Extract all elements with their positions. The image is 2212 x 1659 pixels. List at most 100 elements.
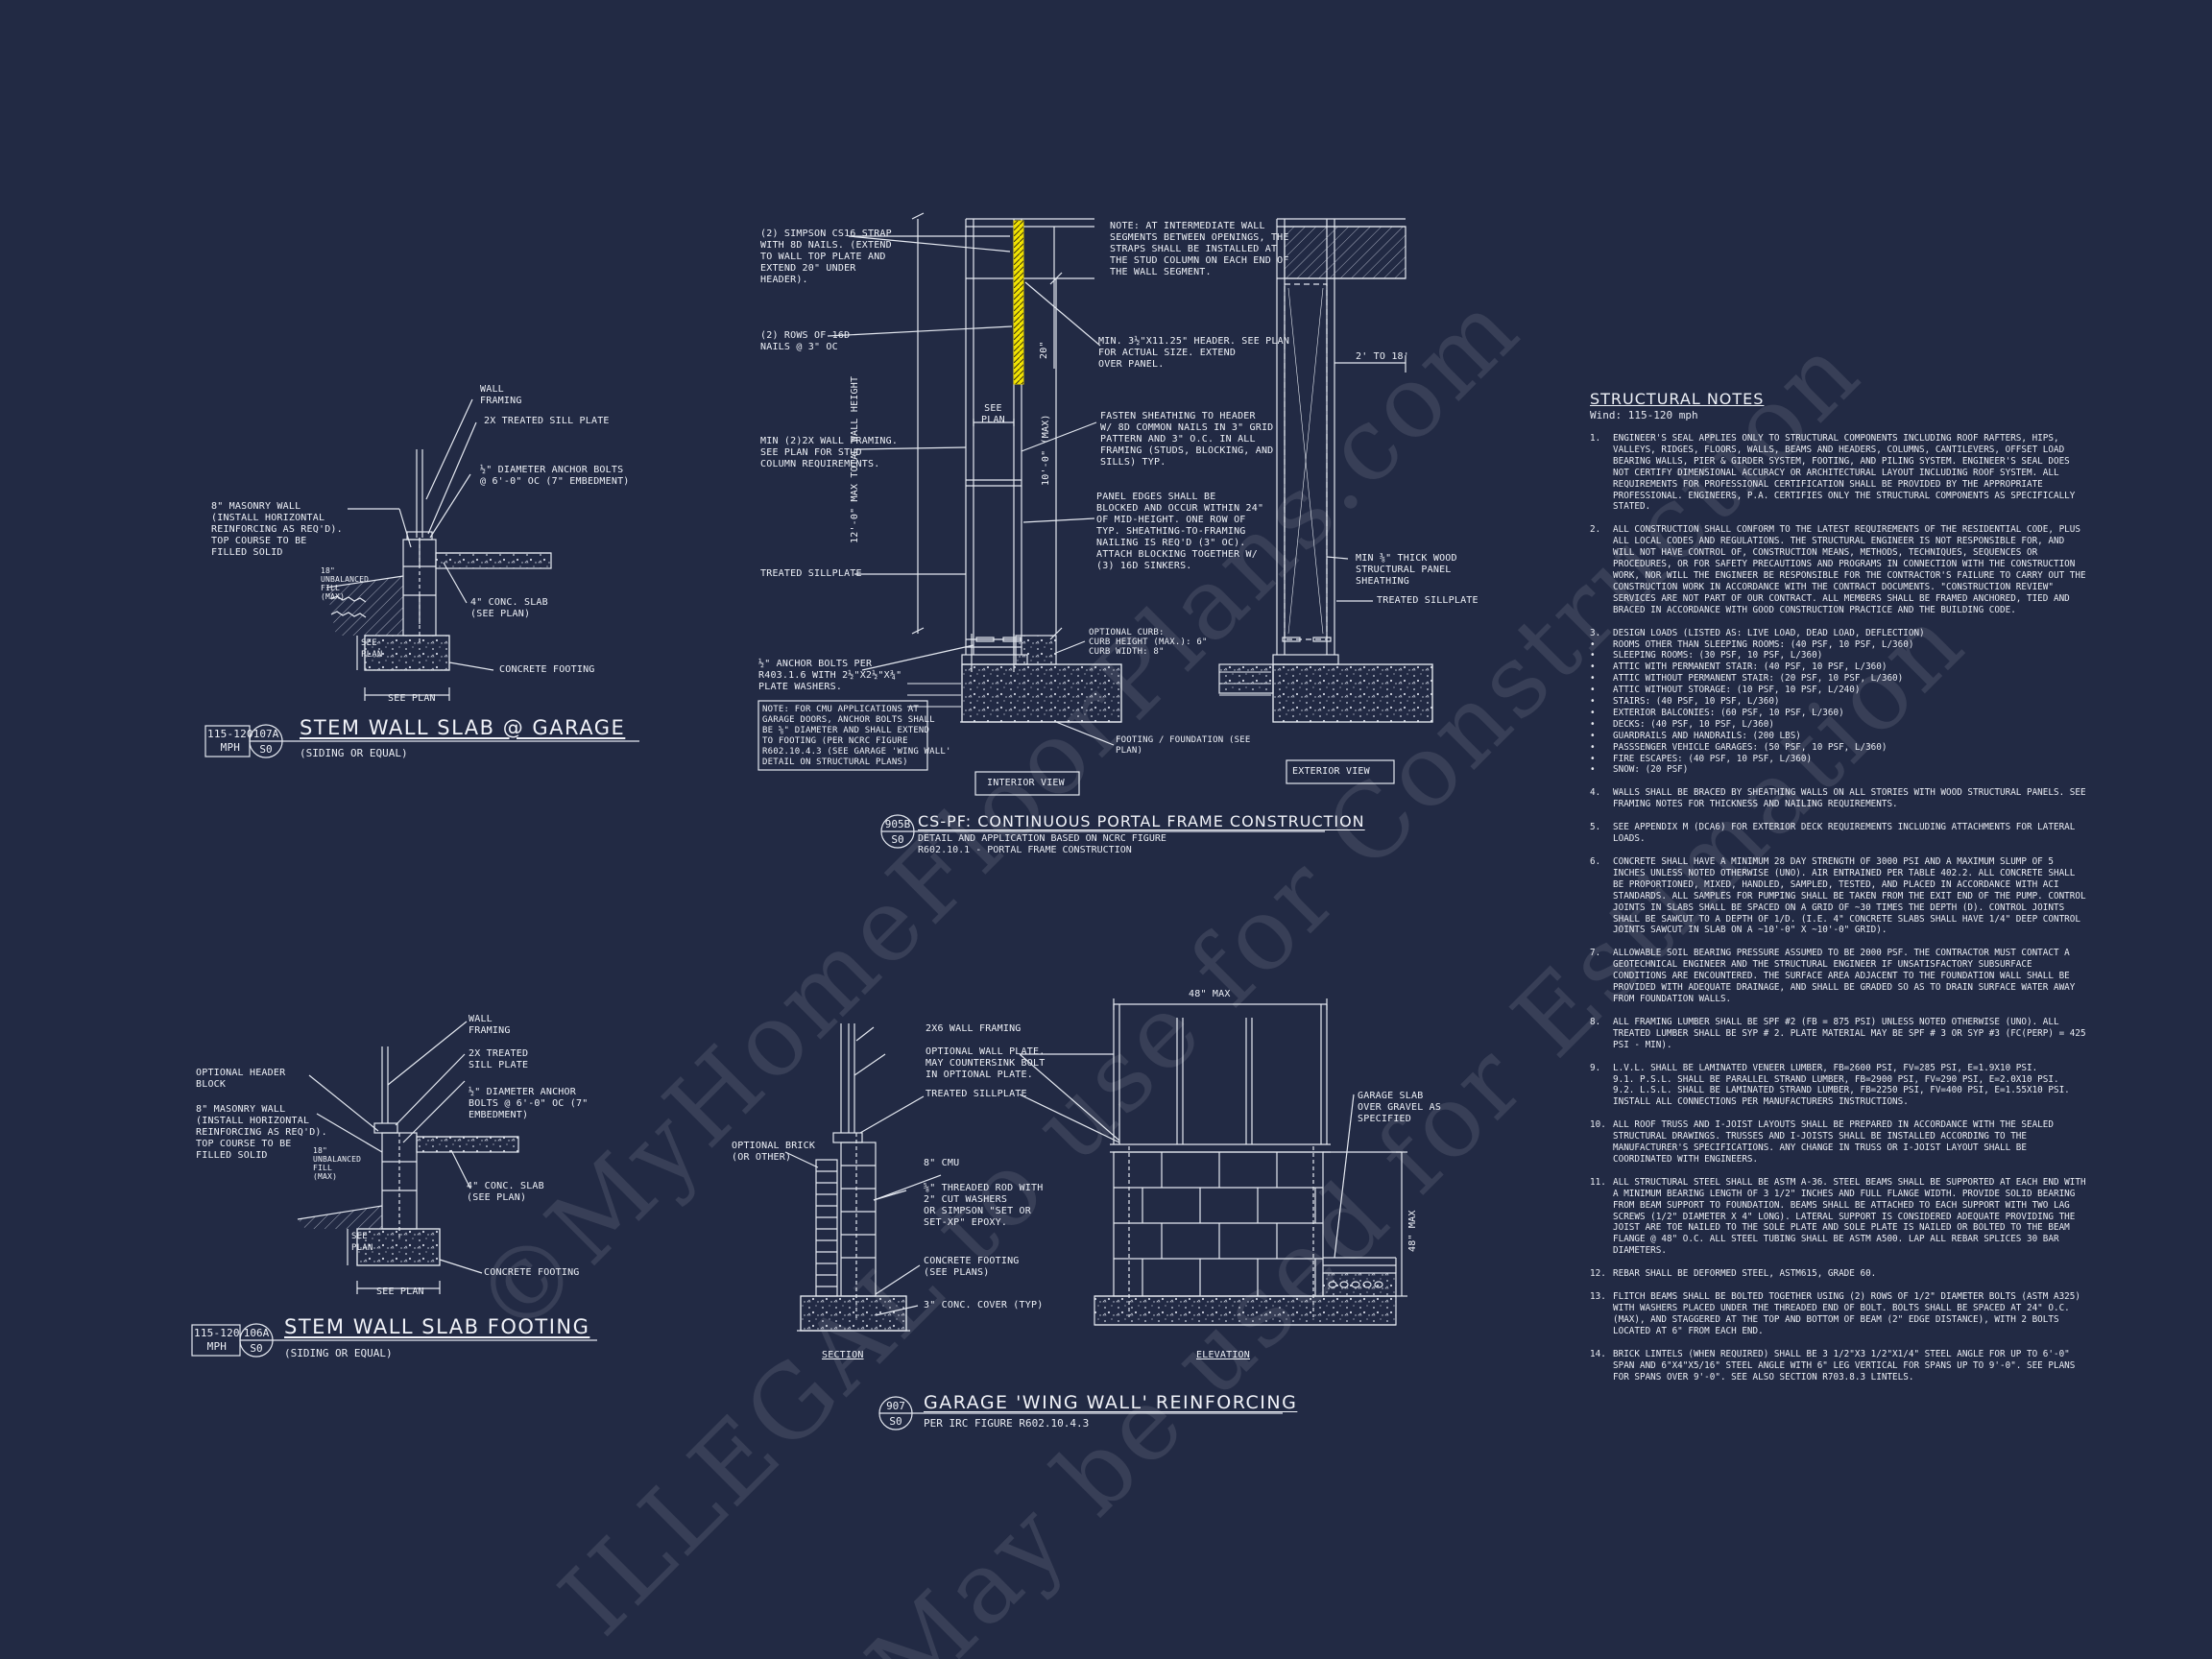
subtitle-106a: (SIDING OR EQUAL): [284, 1347, 393, 1359]
label-treated-sillplate: TREATED SILLPLATE: [760, 568, 862, 579]
bubble-107a-bottom: S0: [259, 743, 273, 756]
label-see-plan-horizontal: SEE PLAN: [376, 1286, 424, 1297]
label-concrete-footing: CONCRETE FOOTING: [499, 664, 595, 675]
label-see-plan-vertical: SEE PLAN: [361, 638, 383, 660]
design-load-list: ROOMS OTHER THAN SLEEPING ROOMS: (40 PSF…: [1590, 639, 2089, 777]
subtitle-905b-line2: R602.10.1 - PORTAL FRAME CONSTRUCTION: [918, 845, 1132, 855]
label-anchor-bolts: ½" DIAMETER ANCHOR BOLTS @ 6'-0" OC (7" …: [480, 465, 630, 487]
label-concrete-footing: CONCRETE FOOTING (SEE PLANS): [924, 1256, 1020, 1278]
subtitle-905b-line1: DETAIL AND APPLICATION BASED ON NCRC FIG…: [918, 833, 1166, 844]
label-see-plan-horizontal: SEE PLAN: [388, 693, 436, 704]
title-905b: CS-PF: CONTINUOUS PORTAL FRAME CONSTRUCT…: [918, 812, 1365, 830]
note-item: 13.FLITCH BEAMS SHALL BE BOLTED TOGETHER…: [1590, 1291, 2080, 1336]
label-header: MIN. 3½"x11.25" HEADER. SEE PLAN FOR ACT…: [1098, 336, 1290, 370]
design-load-item: DECKS: (40 PSF, 10 PSF, L/360): [1590, 719, 2089, 731]
label-conc-cover: 3" CONC. COVER (TYP): [924, 1300, 1044, 1310]
design-load-item: GUARDRAILS AND HANDRAILS: (200 LBS): [1590, 731, 2089, 742]
note-item: 8.ALL FRAMING LUMBER SHALL BE SPF #2 (Fb…: [1590, 1016, 2086, 1050]
note-intermediate-segments: NOTE: AT INTERMEDIATE WALL SEGMENTS BETW…: [1110, 221, 1289, 277]
design-load-item: ATTIC WITH PERMANENT STAIR: (40 PSF, 10 …: [1590, 661, 2089, 673]
caption-exterior-view: EXTERIOR VIEW: [1292, 766, 1370, 777]
label-panel-edges: PANEL EDGES SHALL BE BLOCKED AND OCCUR W…: [1096, 492, 1264, 571]
note-item: 9.L.V.L. SHALL BE LAMINATED VENEER LUMBE…: [1590, 1062, 2070, 1108]
dim-48-max-vertical: 48" MAX: [1407, 1210, 1418, 1252]
note-item: 12.REBAR SHALL BE DEFORMED STEEL, ASTM61…: [1590, 1268, 1877, 1280]
note-item: 3.DESIGN LOADS (LISTED AS: LIVE LOAD, DE…: [1590, 628, 2089, 777]
structural-notes: STRUCTURAL NOTES Wind: 115-120 mph 1.ENG…: [1590, 390, 2089, 1394]
detail-905b-exterior-linework: [1218, 218, 1433, 784]
label-threaded-rod: ⅝" THREADED ROD WITH 2" CUT WASHERS OR S…: [924, 1183, 1044, 1228]
scale-106a: 115-120 MPH: [194, 1327, 240, 1353]
scale-107a: 115-120 MPH: [207, 728, 253, 754]
note-item: 7.ALLOWABLE SOIL BEARING PRESSURE ASSUME…: [1590, 948, 2076, 1004]
label-garage-slab: GARAGE SLAB OVER GRAVEL AS SPECIFIED: [1358, 1091, 1442, 1124]
label-optional-curb: OPTIONAL CURB: CURB HEIGHT (MAX.): 6" CU…: [1089, 628, 1208, 657]
bubble-905b-bottom: S0: [891, 833, 904, 846]
note-item: 11.ALL STRUCTURAL STEEL SHALL BE ASTM A-…: [1590, 1176, 2086, 1257]
note-item: 2.ALL CONSTRUCTION SHALL CONFORM TO THE …: [1590, 524, 2086, 615]
note-item: 1.ENGINEER'S SEAL APPLIES ONLY TO STRUCT…: [1590, 433, 2076, 513]
label-cs16-strap: (2) SIMPSON CS16 STRAP WITH 8d NAILS. (E…: [760, 228, 892, 285]
dim-10-max: 10'-0" (MAX): [1041, 414, 1051, 486]
label-anchor-bolts: ½" ANCHOR BOLTS PER R403.1.6 WITH 2½"x2½…: [758, 659, 902, 692]
design-load-item: ATTIC WITHOUT PERMANENT STAIR: (20 PSF, …: [1590, 673, 2089, 685]
design-load-item: FIRE ESCAPES: (40 PSF, 10 PSF, L/360): [1590, 754, 2089, 765]
bubble-106a-top: 106A: [243, 1327, 270, 1339]
dim-20-inch: 20": [1039, 341, 1049, 359]
label-wall-framing: WALL FRAMING: [480, 384, 522, 406]
note-item: 10.ALL ROOF TRUSS AND I-JOIST LAYOUTS SH…: [1590, 1119, 2054, 1165]
notes-list: 1.ENGINEER'S SEAL APPLIES ONLY TO STRUCT…: [1590, 433, 2089, 1382]
label-anchor-bolts: ½" DIAMETER ANCHOR BOLTS @ 6'-0" OC (7" …: [469, 1087, 589, 1120]
label-fasten-sheathing: FASTEN SHEATHING TO HEADER W/ 8d COMMON …: [1100, 411, 1274, 468]
label-min-framing: MIN (2)2X WALL FRAMING. SEE PLAN FOR STU…: [760, 436, 899, 469]
note-item: 6.CONCRETE SHALL HAVE A MINIMUM 28 DAY S…: [1590, 856, 2086, 936]
note-item: 5.SEE APPENDIX M (DCA6) FOR EXTERIOR DEC…: [1590, 822, 2076, 845]
label-optional-wall-plate: OPTIONAL WALL PLATE. MAY COUNTERSINK BOL…: [926, 1046, 1046, 1080]
label-2-to-18: 2' TO 18': [1356, 351, 1409, 362]
note-cmu-applications: NOTE: FOR CMU APPLICATIONS AT GARAGE DOO…: [762, 705, 951, 767]
label-rows-nails: (2) ROWS OF 16d NAILS @ 3" OC: [760, 330, 851, 352]
label-masonry-wall: 8" MASONRY WALL (INSTALL HORIZONTAL REIN…: [211, 501, 343, 558]
label-conc-slab: 4" CONC. SLAB (SEE PLAN): [467, 1181, 544, 1203]
label-wall-framing: WALL FRAMING: [469, 1014, 511, 1036]
detail-bubbles: [191, 724, 1325, 1431]
label-2x6-wall-framing: 2x6 WALL FRAMING: [926, 1023, 1022, 1034]
design-load-item: EXTERIOR BALCONIES: (60 PSF, 10 PSF, L/3…: [1590, 708, 2089, 719]
title-107a: STEM WALL SLAB @ GARAGE: [300, 716, 626, 739]
detail-107a-linework: [325, 398, 552, 701]
note-item: 4.WALLS SHALL BE BRACED BY SHEATHING WAL…: [1590, 787, 2086, 810]
label-header-block: OPTIONAL HEADER BLOCK: [196, 1068, 286, 1090]
design-load-item: PASSSENGER VEHICLE GARAGES: (50 PSF, 10 …: [1590, 742, 2089, 754]
design-load-item: SNOW: (20 PSF): [1590, 764, 2089, 776]
title-907: GARAGE 'WING WALL' REINFORCING: [924, 1392, 1298, 1413]
label-sill-plate: 2x TREATED SILL PLATE: [469, 1048, 529, 1070]
caption-section: SECTION: [822, 1350, 864, 1360]
title-106a: STEM WALL SLAB FOOTING: [284, 1315, 590, 1338]
subtitle-107a: (SIDING OR EQUAL): [300, 747, 408, 759]
design-load-item: ATTIC WITHOUT STORAGE: (10 PSF, 10 PSF, …: [1590, 685, 2089, 696]
label-unbalanced-fill: 18" UNBALANCED FILL (MAX): [313, 1146, 362, 1181]
dim-total-wall-height: 12'-0" MAX TOTAL WALL HEIGHT: [850, 375, 860, 543]
detail-907-section-linework: [784, 1023, 942, 1332]
bubble-905b-top: 905B: [884, 818, 911, 830]
label-conc-slab: 4" CONC. SLAB (SEE PLAN): [470, 597, 548, 619]
design-load-item: ROOMS OTHER THAN SLEEPING ROOMS: (40 PSF…: [1590, 639, 2089, 651]
label-optional-brick: OPTIONAL BRICK (OR OTHER): [732, 1141, 816, 1163]
label-sill-plate: 2x TREATED SILL PLATE: [484, 416, 610, 426]
design-load-item: SLEEPING ROOMS: (30 PSF, 10 PSF, L/360): [1590, 650, 2089, 661]
notes-title: STRUCTURAL NOTES: [1590, 390, 1765, 408]
label-masonry-wall: 8" MASONRY WALL (INSTALL HORIZONTAL REIN…: [196, 1104, 327, 1161]
subtitle-907: PER IRC FIGURE R602.10.4.3: [924, 1417, 1090, 1430]
label-8-cmu: 8" CMU: [924, 1158, 960, 1168]
bubble-907-top: 907: [886, 1400, 905, 1412]
caption-elevation: ELEVATION: [1196, 1350, 1250, 1360]
label-unbalanced-fill: 18" UNBALANCED FILL (MAX): [321, 566, 370, 601]
detail-907-elevation-linework: [1019, 998, 1407, 1326]
label-see-plan: SEE PLAN: [981, 403, 1005, 425]
note-item: 14.BRICK LINTELS (WHEN REQUIRED) SHALL B…: [1590, 1348, 2076, 1382]
bubble-907-bottom: S0: [889, 1415, 902, 1428]
label-treated-sillplate-ext: TREATED SILLPLATE: [1377, 595, 1479, 606]
dim-48-max-horizontal: 48" MAX: [1189, 989, 1231, 999]
